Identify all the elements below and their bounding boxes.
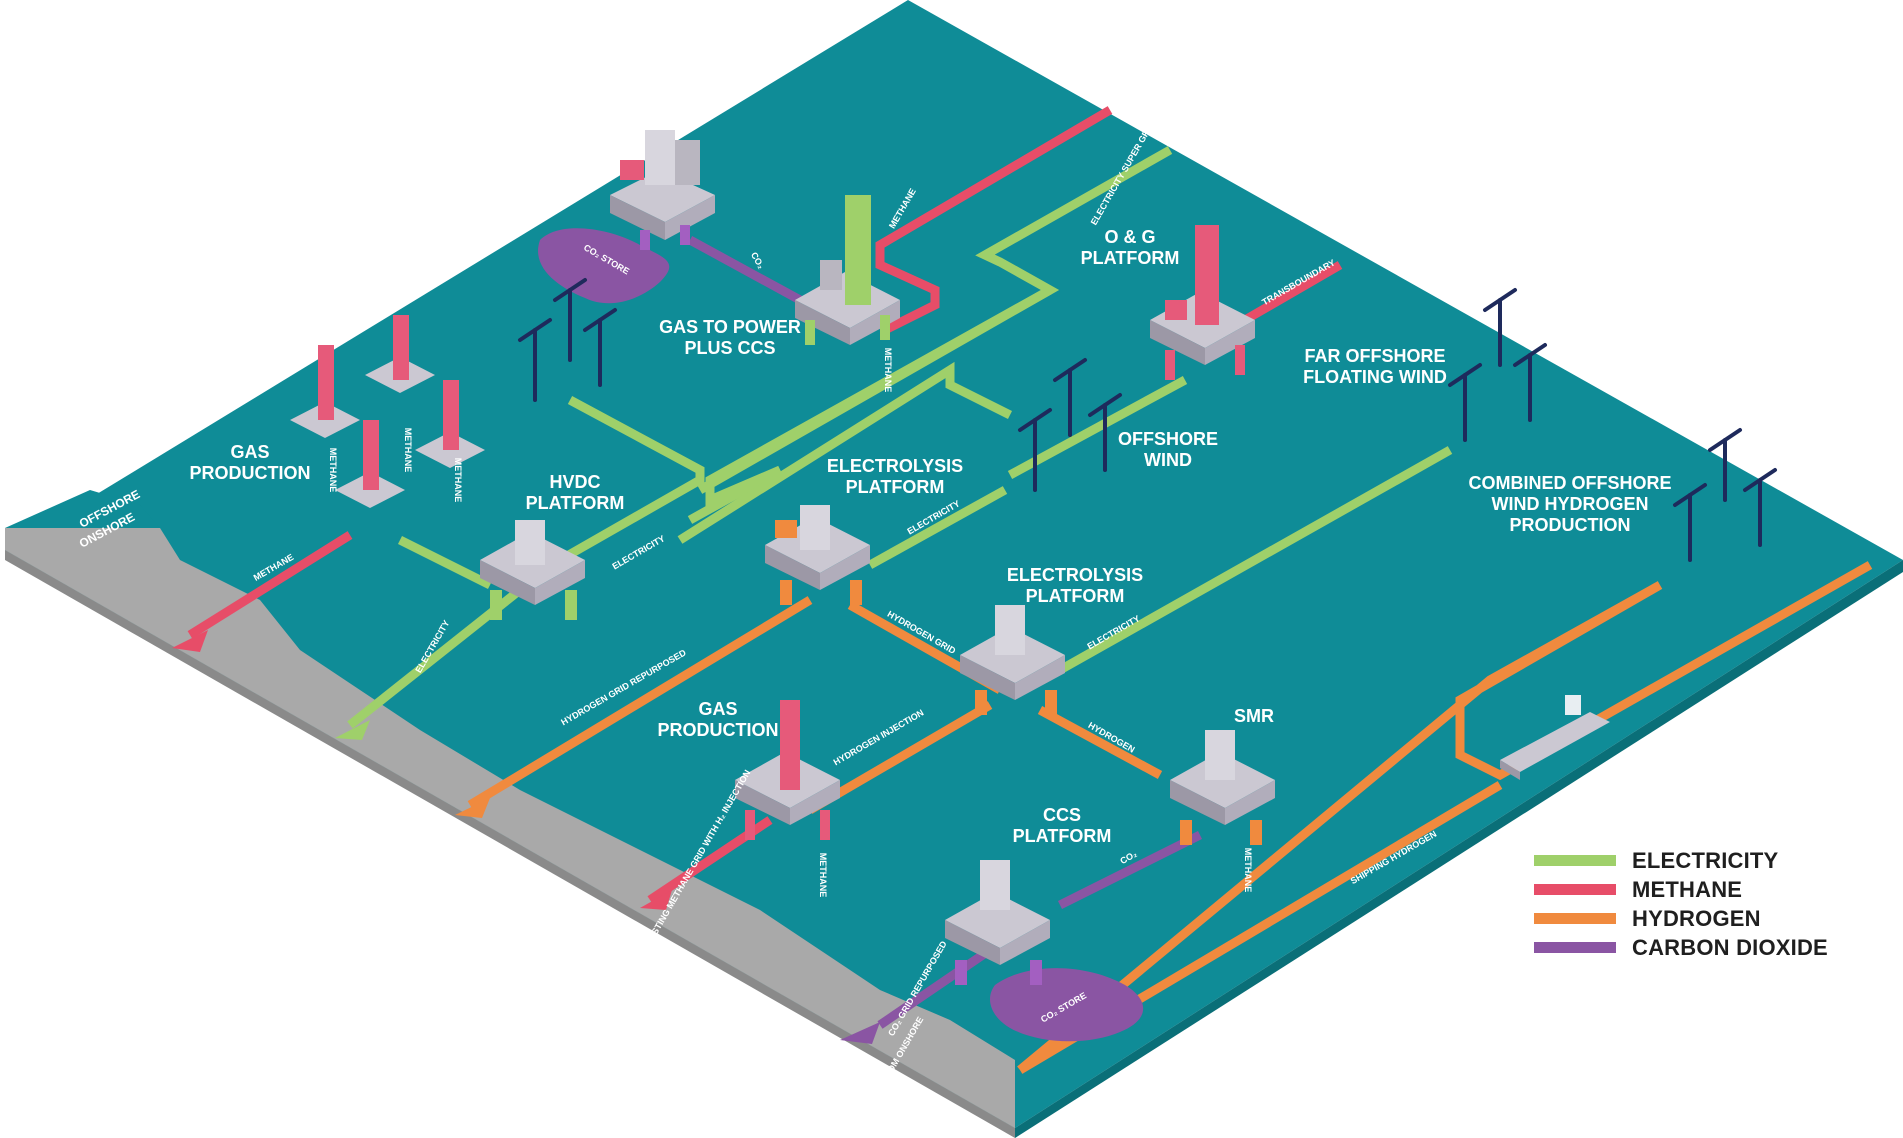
label-ep2-1: ELECTROLYSIS [1007, 565, 1143, 585]
label-ep1-1: ELECTROLYSIS [827, 456, 963, 476]
label-ccs-1: CCS [1043, 805, 1081, 825]
legend-label-methane: METHANE [1632, 877, 1742, 903]
label-hvdc-1: HVDC [549, 472, 600, 492]
legend-item-hydrogen: HYDROGEN [1534, 904, 1864, 933]
label-hvdc-2: PLATFORM [526, 493, 625, 513]
label-smr: SMR [1234, 706, 1274, 726]
label-gp2-2: PRODUCTION [658, 720, 779, 740]
label-ow-1: OFFSHORE [1118, 429, 1218, 449]
label-gtp-2: PLUS CCS [684, 338, 775, 358]
pl-methane-gp3: METHANE [453, 458, 463, 503]
legend-swatch-hydrogen [1534, 913, 1616, 924]
label-gp1-2: PRODUCTION [190, 463, 311, 483]
label-far-2: FLOATING WIND [1303, 367, 1447, 387]
legend-label-hydrogen: HYDROGEN [1632, 906, 1761, 932]
label-og-1: O & G [1104, 227, 1155, 247]
label-og-2: PLATFORM [1081, 248, 1180, 268]
legend-item-carbon-dioxide: CARBON DIOXIDE [1534, 933, 1864, 962]
legend-item-methane: METHANE [1534, 875, 1864, 904]
label-ow-2: WIND [1144, 450, 1192, 470]
pl-methane-gp: METHANE [328, 448, 338, 493]
legend-label-electricity: ELECTRICITY [1632, 848, 1778, 874]
label-comb-2: WIND HYDROGEN [1492, 494, 1649, 514]
label-comb-1: COMBINED OFFSHORE [1468, 473, 1671, 493]
label-ep2-2: PLATFORM [1026, 586, 1125, 606]
legend-swatch-electricity [1534, 855, 1616, 866]
label-far-1: FAR OFFSHORE [1304, 346, 1445, 366]
pl-methane-gp2: METHANE [403, 428, 413, 473]
pl-methane-smr: METHANE [1243, 848, 1253, 893]
label-comb-3: PRODUCTION [1510, 515, 1631, 535]
pl-methane-gtp: METHANE [883, 348, 893, 393]
legend: ELECTRICITY METHANE HYDROGEN CARBON DIOX… [1534, 846, 1864, 962]
pl-methane-gp-b: METHANE [818, 853, 828, 898]
legend-label-carbon-dioxide: CARBON DIOXIDE [1632, 935, 1828, 961]
label-ccs-2: PLATFORM [1013, 826, 1112, 846]
label-ep1-2: PLATFORM [846, 477, 945, 497]
label-gtp-1: GAS TO POWER [659, 317, 801, 337]
label-gp2-1: GAS [698, 699, 737, 719]
legend-swatch-methane [1534, 884, 1616, 895]
legend-item-electricity: ELECTRICITY [1534, 846, 1864, 875]
legend-swatch-carbon-dioxide [1534, 942, 1616, 953]
label-gp1-1: GAS [230, 442, 269, 462]
